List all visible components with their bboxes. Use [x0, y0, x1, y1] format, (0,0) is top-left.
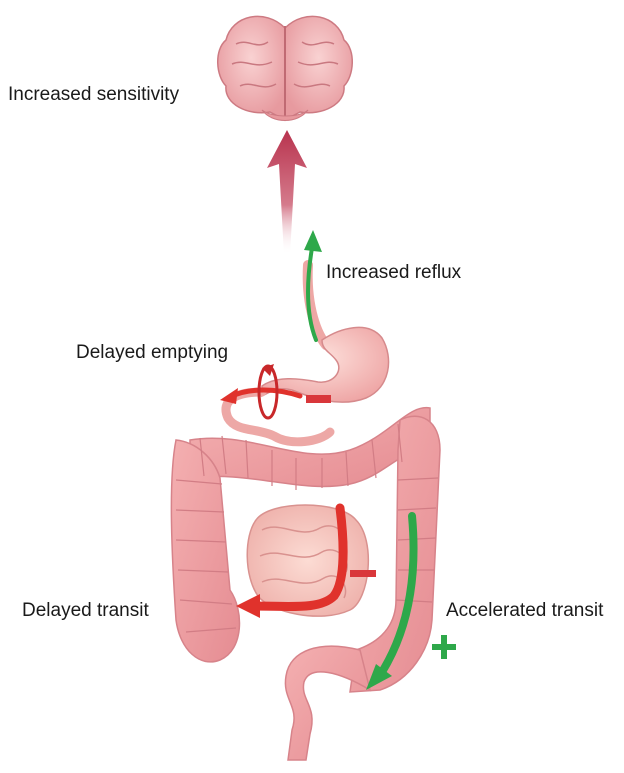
- label-increased-reflux: Increased reflux: [326, 262, 461, 284]
- label-delayed-emptying: Delayed emptying: [76, 342, 228, 364]
- brain-icon: [218, 16, 353, 120]
- label-delayed-transit: Delayed transit: [22, 600, 149, 622]
- emptying-arrow: [220, 364, 300, 418]
- small-intestine: [247, 505, 368, 616]
- sensitivity-arrow: [267, 130, 307, 255]
- label-increased-sensitivity: Increased sensitivity: [8, 84, 179, 106]
- colon-plus-sign: [432, 635, 456, 659]
- intestine-minus-sign: [350, 570, 376, 577]
- stomach-minus-sign: [306, 395, 331, 403]
- label-accelerated-transit: Accelerated transit: [446, 600, 603, 622]
